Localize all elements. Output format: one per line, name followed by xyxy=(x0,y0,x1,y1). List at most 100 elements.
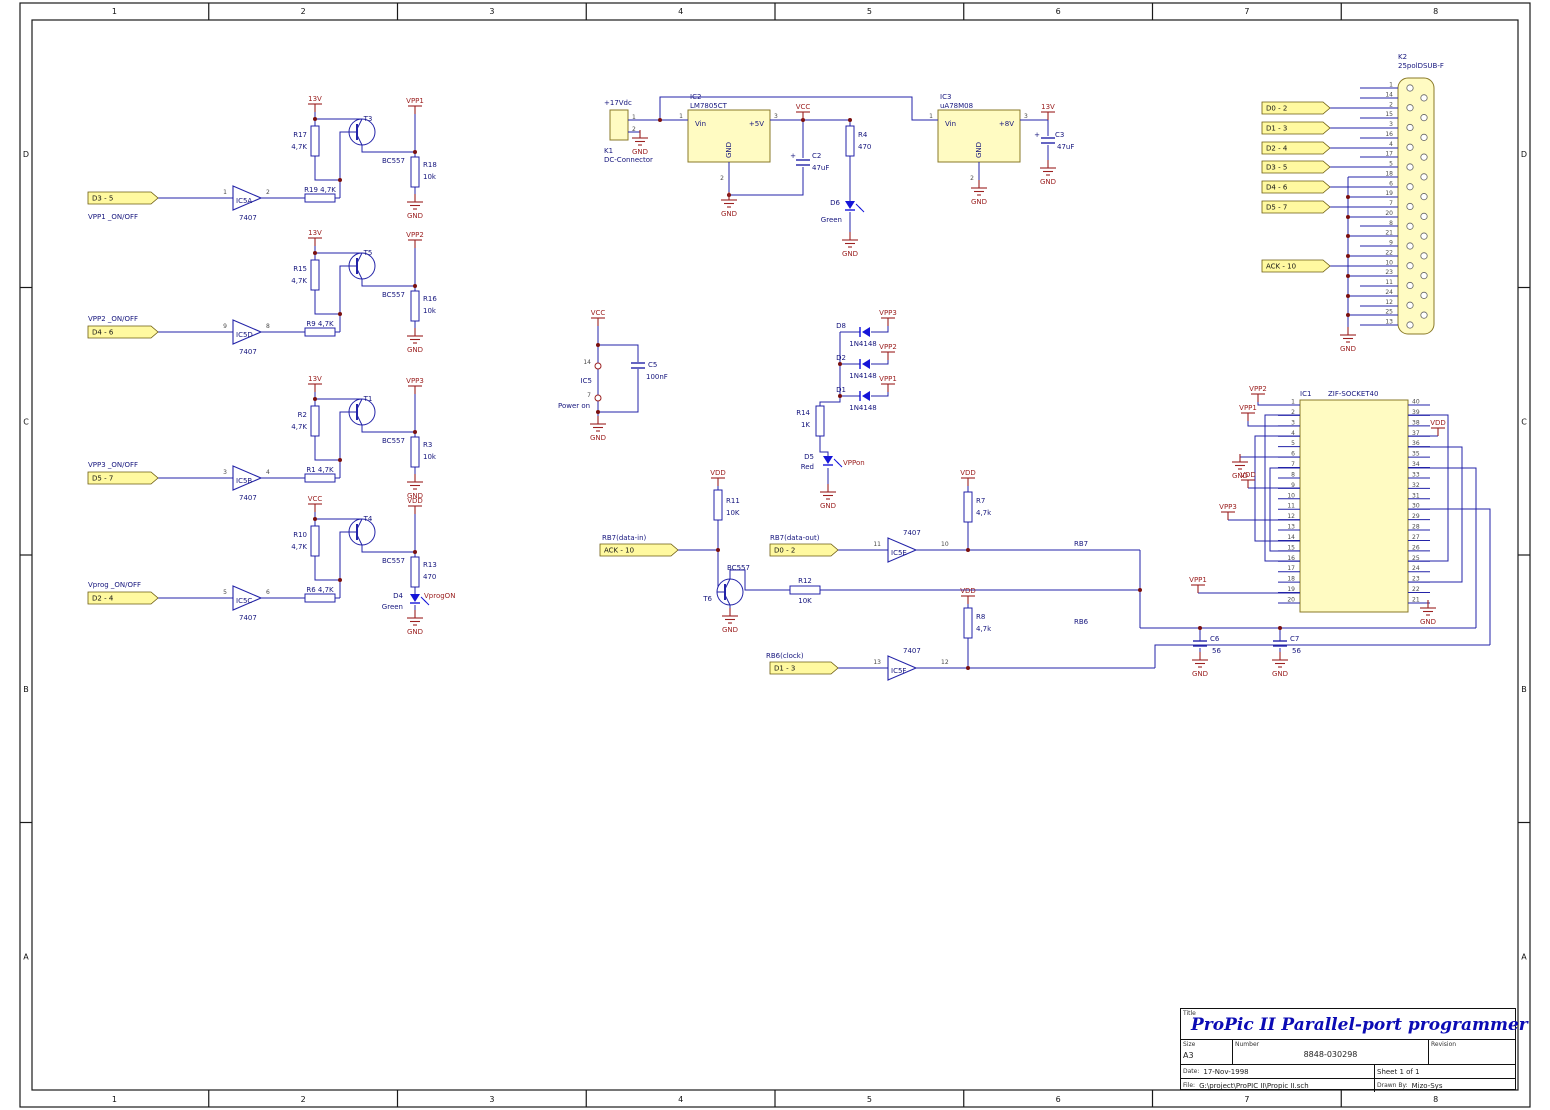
text-label: GND xyxy=(975,142,983,158)
text-label: 23 xyxy=(1412,576,1420,583)
text-label: 7407 xyxy=(239,614,257,622)
text-label: 9 xyxy=(1389,240,1393,247)
connector-pin xyxy=(1420,212,1428,220)
text-label: T3 xyxy=(363,115,373,123)
number-value: 8848-030298 xyxy=(1303,1050,1358,1059)
text-label: VDD xyxy=(1240,471,1256,479)
junction-dot xyxy=(966,548,970,552)
text-label: 3 xyxy=(489,1095,494,1104)
text-label: K2 xyxy=(1398,53,1407,61)
text-label: R10 xyxy=(293,531,307,539)
text-label: VCC xyxy=(308,495,323,503)
text-label: 22 xyxy=(1412,586,1420,593)
text-label: 10k xyxy=(423,307,437,315)
junction-dot xyxy=(716,548,720,552)
text-label: VPP1 xyxy=(1189,576,1207,584)
port-label xyxy=(87,471,159,485)
text-label: 24 xyxy=(1412,565,1420,572)
connector-pin xyxy=(1420,94,1428,102)
connector-pin xyxy=(1406,301,1414,309)
date-value: 17-Nov-1998 xyxy=(1203,1067,1249,1076)
text-label: IC5 xyxy=(581,377,592,385)
resistor-body xyxy=(310,259,320,291)
text-label: GND xyxy=(407,492,423,500)
text-label: 7 xyxy=(1244,1095,1249,1104)
text-label: 5 xyxy=(867,7,872,16)
text-label: A xyxy=(23,952,29,961)
wire xyxy=(819,436,829,456)
wire xyxy=(314,436,340,461)
wire xyxy=(356,118,363,130)
text-label: 1N4148 xyxy=(849,404,877,412)
resistor-body xyxy=(713,489,723,521)
text-label: 1 xyxy=(112,7,117,16)
port-label xyxy=(1261,141,1331,155)
text-label: 4 xyxy=(1389,141,1393,148)
junction-dot xyxy=(313,117,317,121)
text-label: T6 xyxy=(702,595,712,603)
text-label: 5 xyxy=(1389,161,1393,168)
text-label: Green xyxy=(821,216,842,224)
text-label: R7 xyxy=(976,497,985,505)
text-label: D2 - 4 xyxy=(1266,145,1288,153)
text-label: R9 4,7K xyxy=(306,320,334,328)
text-label: 47uF xyxy=(1057,143,1074,151)
text-label: 5 xyxy=(867,1095,872,1104)
junction-dot xyxy=(1346,254,1350,258)
text-label: IC5E xyxy=(891,549,907,557)
text-label: Red xyxy=(801,463,814,471)
text-label: VCC xyxy=(591,309,606,317)
text-label: GND xyxy=(407,346,423,354)
diode-body xyxy=(845,201,855,209)
text-label: R18 xyxy=(423,161,437,169)
text-label: 7 xyxy=(587,392,591,399)
ic-box xyxy=(687,109,771,163)
text-label: 38 xyxy=(1412,419,1420,426)
text-label: VDD xyxy=(407,497,423,505)
connector-pin xyxy=(1420,232,1428,240)
text-label: VPP3 xyxy=(406,377,424,385)
text-label: 16 xyxy=(1385,131,1393,138)
junction-dot xyxy=(413,284,417,288)
text-label: 4 xyxy=(678,1095,683,1104)
sheet-value: Sheet 1 of 1 xyxy=(1377,1067,1420,1076)
text-label: D3 - 5 xyxy=(92,195,113,203)
text-label: 18 xyxy=(1385,170,1393,177)
text-label: 21 xyxy=(1385,230,1393,237)
text-label: VPP1 xyxy=(406,97,424,105)
date-label: Date: xyxy=(1183,1068,1200,1075)
text-label: K1 xyxy=(604,147,613,155)
wire xyxy=(356,252,363,264)
text-label: B xyxy=(23,685,29,694)
text-label: T4 xyxy=(363,515,373,523)
text-label: 25 xyxy=(1385,309,1393,316)
text-label: GND xyxy=(1272,670,1288,678)
text-label: 3 xyxy=(223,469,227,476)
diode-body xyxy=(862,391,870,401)
text-label: A xyxy=(1521,952,1527,961)
text-label: R14 xyxy=(796,409,810,417)
text-label: 470 xyxy=(423,573,436,581)
text-label: 1 xyxy=(223,189,227,196)
junction-dot xyxy=(413,150,417,154)
text-label: R1 4,7K xyxy=(306,466,334,474)
text-label: GND xyxy=(407,212,423,220)
resistor-body xyxy=(310,405,320,437)
text-label: 19 xyxy=(1287,586,1295,593)
text-label: 14 xyxy=(1287,534,1295,541)
port-label xyxy=(87,191,159,205)
text-label: D3 - 5 xyxy=(1266,164,1287,172)
junction-dot xyxy=(1346,294,1350,298)
text-label: IC5F xyxy=(891,667,906,675)
text-label: LM7805CT xyxy=(690,102,728,110)
text-label: VPP2 xyxy=(1249,385,1267,393)
text-label: D6 xyxy=(830,199,840,207)
text-label: ACK - 10 xyxy=(604,547,634,555)
port-label xyxy=(769,661,839,675)
text-label: 10k xyxy=(423,453,437,461)
text-label: BC557 xyxy=(727,564,750,572)
text-label: R3 xyxy=(423,441,432,449)
text-label: BC557 xyxy=(382,437,405,445)
resistor-body xyxy=(304,193,336,203)
